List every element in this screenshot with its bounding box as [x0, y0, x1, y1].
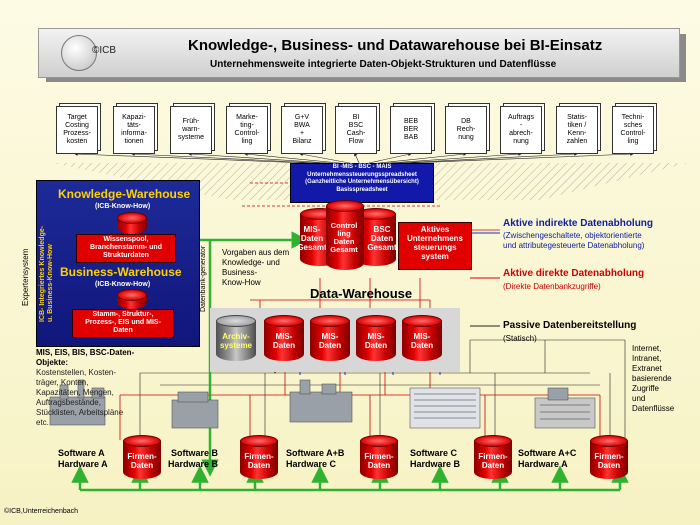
firmen-daten-cylinder-2: Firmen- Daten — [240, 435, 278, 479]
mis-daten-cylinder-4: MIS- Daten — [402, 315, 442, 361]
indirekt-title: Aktive indirekte Datenabholung — [503, 218, 654, 229]
firmen-daten-cylinder-5: Firmen- Daten — [590, 435, 628, 479]
stamm-cylinder — [117, 289, 147, 309]
page-subtitle: Unternehmensweite integrierte Daten-Obje… — [210, 59, 557, 70]
software-c-label: Software C Hardware B — [410, 448, 461, 469]
bsc-daten-gesamt-cylinder: BSC Daten Gesamt — [356, 208, 397, 266]
doc-bi-bsc: BI BSC Cash- Flow — [335, 106, 377, 154]
logo-text: ©ICB — [92, 45, 117, 56]
vorgaben-text: Vorgaben aus dem Knowledge- und Business… — [222, 248, 290, 287]
data-warehouse-label: Data-Warehouse — [310, 286, 413, 301]
mis-daten-label-1: MIS- Daten — [272, 332, 296, 350]
direkt-title: Aktive direkte Datenabholung — [503, 268, 645, 279]
archiv-label: Archiv- systeme — [219, 332, 253, 350]
passiv-title: Passive Datenbereitstellung — [503, 320, 637, 331]
icb-logo — [61, 35, 97, 71]
firmen-daten-cylinder-3: Firmen- Daten — [360, 435, 398, 479]
page-title: Knowledge-, Business- und Datawarehouse … — [188, 37, 603, 54]
controlling-cylinder — [326, 200, 364, 270]
firmen-daten-label-5: Firmen- Daten — [594, 452, 624, 470]
bsc-daten-gesamt-label: BSC Daten Gesamt — [367, 225, 397, 252]
doc-auftrag: Auftrags - abrech- nung — [500, 106, 542, 154]
bi-banner: BI -MIS - BSC - MAIS Unternehmenssteueru… — [290, 163, 434, 203]
firmen-daten-label-4: Firmen- Daten — [478, 452, 508, 470]
doc-target-costing: Target Costing Prozess- kosten — [56, 106, 98, 154]
passiv-text: (Statisch) — [503, 334, 537, 343]
doc-statistiken: Statis- tiken / Kenn- zahlen — [556, 106, 598, 154]
software-ac-label: Software A+C Hardware A — [518, 448, 577, 469]
header-panel — [38, 28, 680, 78]
bw-subtitle: (ICB-Know-How) — [95, 281, 151, 288]
software-b-label: Software B Hardware B — [168, 448, 219, 469]
stammdaten-box: Stamm-, Struktur-, Prozess-, EIS und MIS… — [72, 309, 174, 338]
direkt-text: (Direkte Datenbankzugriffe) — [503, 282, 601, 291]
integrated-knowhow-label: ICB- Integriertes Knowledge- u. Business… — [39, 225, 54, 322]
kw-title: Knowledge-Warehouse — [58, 187, 191, 201]
wissen-cylinder — [117, 212, 147, 234]
datenbank-generator-label: Datenbank-generator — [200, 245, 207, 312]
archiv-cylinder: Archiv- systeme — [216, 315, 256, 361]
mis-daten-gesamt-label: MIS- Daten Gesamt — [297, 225, 327, 252]
kw-subtitle: (ICB-Know-How) — [95, 203, 151, 210]
bw-title: Business-Warehouse — [60, 265, 182, 279]
firmen-daten-cylinder-4: Firmen- Daten — [474, 435, 512, 479]
software-a-label: Software A Hardware A — [58, 448, 108, 469]
software-ab-label: Software A+B Hardware C — [286, 448, 345, 469]
mis-objects-text: Kostenstellen, Kosten- träger, Konten, K… — [36, 368, 124, 427]
firmen-daten-label-2: Firmen- Daten — [244, 452, 274, 470]
doc-guv: G+V BWA + Bilanz — [281, 106, 323, 154]
doc-technisch: Techni- sches Control- ling — [612, 106, 654, 154]
banner-line3: (Ganzheitliche Unternehmensübersicht) — [305, 179, 419, 185]
mis-daten-label-3: MIS- Daten — [364, 332, 388, 350]
doc-beb: BEB BER BAB — [390, 106, 432, 154]
wissenspool-box: Wissenspool, Branchenstamm- und Struktur… — [76, 234, 176, 263]
doc-marketing: Marke- ting- Control- ling — [226, 106, 268, 154]
factory-illustrations — [49, 379, 596, 429]
mis-daten-label-4: MIS- Daten — [410, 332, 434, 350]
mis-daten-cylinder-2: MIS- Daten — [310, 315, 350, 361]
mis-objects-title: MIS, EIS, BIS, BSC-Daten- Objekte: — [36, 348, 135, 367]
indirekt-text: (Zwischengeschaltete, objektorientierte … — [503, 231, 645, 250]
banner-line2: Unternehmenssteuerungsspreadsheet — [307, 171, 417, 178]
footer-copyright: ©ICB,Unterreichenbach — [4, 508, 79, 515]
mis-daten-cylinder-1: MIS- Daten — [264, 315, 304, 361]
mis-daten-cylinder-3: MIS- Daten — [356, 315, 396, 361]
aktives-steuerungssystem-box: Aktives Unternehmens steuerungs system — [398, 222, 472, 270]
doc-kapazitaet: Kapazi- täts- informa- tionen — [113, 106, 155, 154]
firmen-daten-label-1: Firmen- Daten — [127, 452, 157, 470]
mis-daten-label-2: MIS- Daten — [318, 332, 342, 350]
banner-line1: BI -MIS - BSC - MAIS — [332, 164, 392, 170]
internet-text: Internet, Intranet, Extranet basierende … — [632, 344, 675, 413]
doc-fruehwarn: Früh- warn- systeme — [170, 106, 212, 154]
expertensystem-label: Expertensystem — [21, 248, 30, 306]
firmen-daten-cylinder-1: Firmen- Daten — [123, 435, 161, 479]
firmen-daten-label-3: Firmen- Daten — [364, 452, 394, 470]
banner-line4: Basisspreadsheet — [336, 186, 388, 193]
controlling-label: Control ling Daten Gesamt — [330, 221, 358, 254]
doc-db-rechnung: DB Rech- nung — [445, 106, 487, 154]
